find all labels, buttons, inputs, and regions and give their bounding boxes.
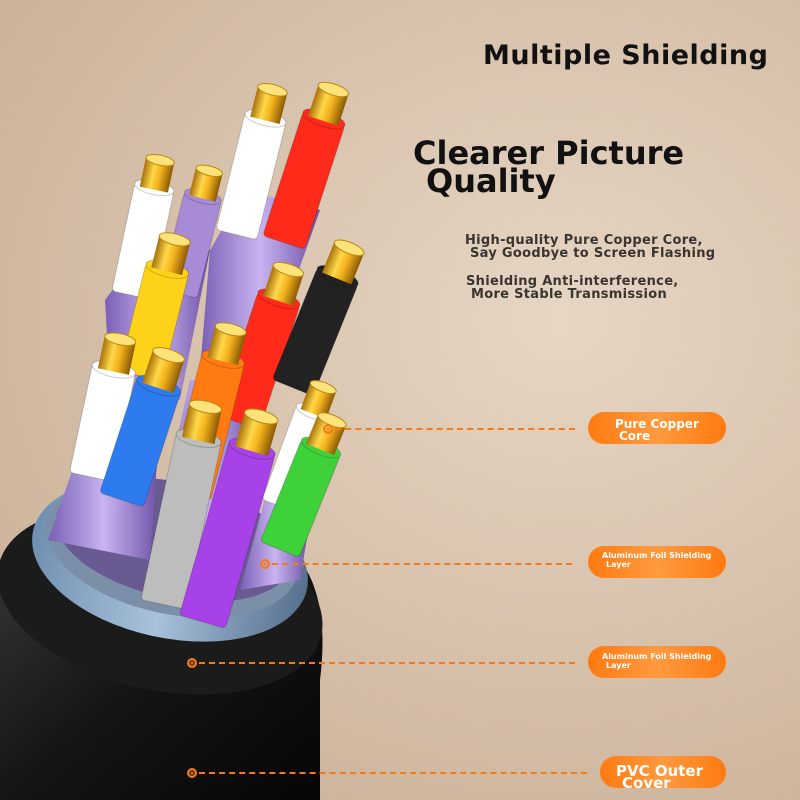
wire xyxy=(260,412,347,557)
callout-label-line1: Aluminum Foil Shielding xyxy=(602,652,712,661)
wire xyxy=(112,153,175,300)
wire-bundle xyxy=(69,81,365,628)
callout-label-line2: Cover xyxy=(622,774,671,788)
callout-marker-icon xyxy=(187,658,197,668)
callout-foil-shielding-2: Aluminum Foil Shielding Layer xyxy=(588,646,726,678)
subheadline-line1: Clearer Picture xyxy=(413,134,685,172)
callout-leader-line xyxy=(199,772,587,774)
callout-label-line1: Aluminum Foil Shielding xyxy=(602,551,712,560)
wire xyxy=(272,239,365,396)
wire xyxy=(141,399,223,610)
wire xyxy=(216,83,288,240)
callout-marker-icon xyxy=(323,424,333,434)
callout-leader-line xyxy=(272,563,572,565)
callout-label-line1: PVC Outer xyxy=(616,762,704,780)
feature-line2: Say Goodbye to Screen Flashing xyxy=(470,246,716,261)
callout-pure-copper-core: Pure Copper Core xyxy=(588,412,726,444)
callout-marker-icon xyxy=(187,768,197,778)
headline: Multiple Shielding xyxy=(483,40,769,71)
callout-marker-icon xyxy=(260,559,270,569)
callout-label-line2: Layer xyxy=(606,560,631,569)
feature-line4: More Stable Transmission xyxy=(471,287,668,302)
feature-line1: High-quality Pure Copper Core, xyxy=(465,233,703,248)
subheadline-line2: Quality xyxy=(426,162,556,200)
feature-line3: Shielding Anti-interference, xyxy=(466,274,679,289)
callout-foil-shielding-1: Aluminum Foil Shielding Layer xyxy=(588,546,726,578)
callout-label-line2: Layer xyxy=(606,661,631,670)
wire xyxy=(100,347,185,507)
callout-leader-line xyxy=(199,662,575,664)
wire xyxy=(179,408,279,628)
callout-label-line2: Core xyxy=(619,429,651,443)
callout-label-line1: Pure Copper xyxy=(615,417,699,431)
callout-leader-line xyxy=(335,428,575,430)
wire xyxy=(263,81,350,249)
wire xyxy=(119,232,191,381)
callout-pvc-outer-cover: PVC Outer Cover xyxy=(600,756,726,788)
